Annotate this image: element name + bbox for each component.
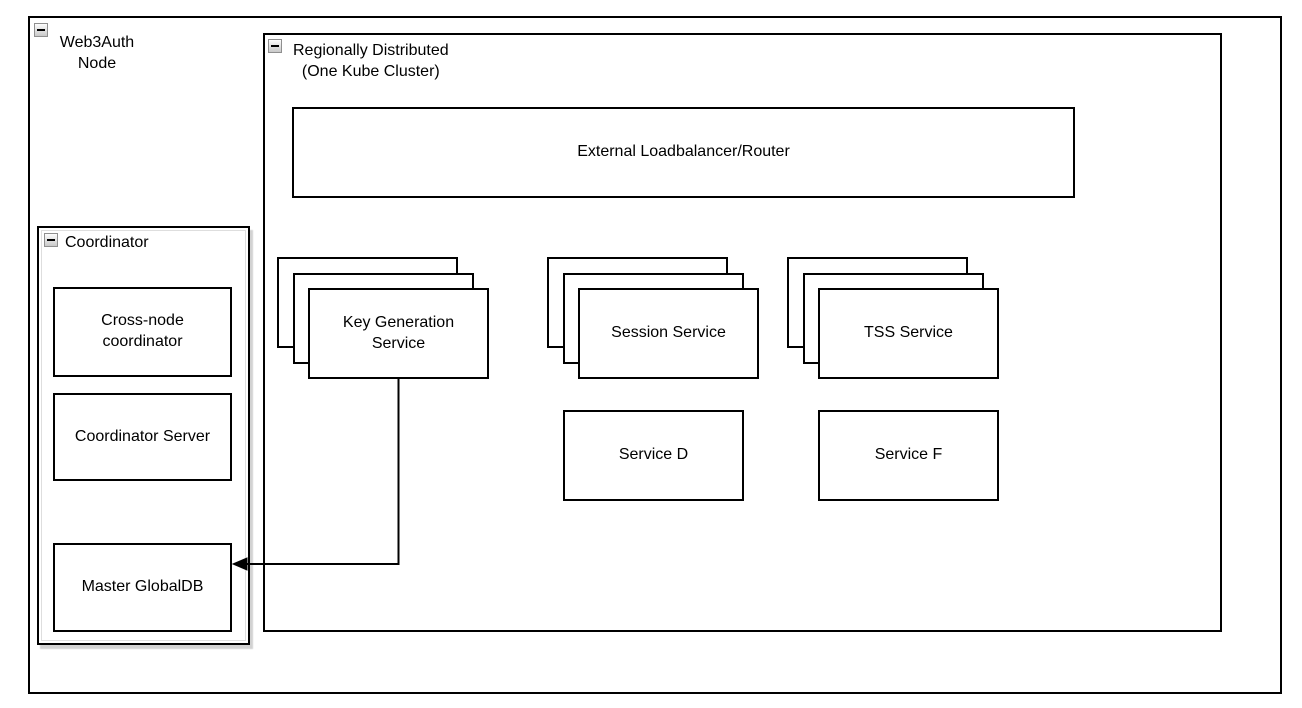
key-generation-service-stack: Key Generation Service — [277, 257, 489, 379]
container-web3auth-node-label: Web3Auth Node — [59, 34, 135, 72]
node-tss-service[interactable]: TSS Service — [818, 288, 999, 379]
node-coordinator-server-label: Coordinator Server — [74, 427, 211, 445]
node-master-globaldb-label: Master GlobalDB — [81, 578, 204, 596]
node-cross-node-coordinator-label: Cross-node coordinator — [101, 312, 184, 350]
container-coordinator[interactable]: Coordinator Cross-node coordinator Coord… — [37, 226, 250, 645]
node-external-loadbalancer[interactable]: External Loadbalancer/Router — [292, 107, 1075, 198]
container-coordinator-label: Coordinator — [65, 234, 149, 251]
collapse-minus-icon[interactable] — [268, 39, 282, 53]
session-service-stack: Session Service — [547, 257, 759, 379]
node-key-generation-service-label: Key Generation Service — [342, 313, 455, 352]
node-tss-service-label: TSS Service — [864, 324, 953, 342]
node-session-service[interactable]: Session Service — [578, 288, 759, 379]
collapse-minus-icon[interactable] — [34, 23, 48, 37]
tss-service-stack: TSS Service — [787, 257, 999, 379]
node-service-d-label: Service D — [618, 446, 689, 464]
container-web3auth-node[interactable]: Web3Auth Node Regionally Distributed (On… — [28, 16, 1282, 694]
node-service-f-label: Service F — [874, 446, 943, 464]
node-coordinator-server[interactable]: Coordinator Server — [53, 393, 232, 481]
node-service-d[interactable]: Service D — [563, 410, 744, 501]
node-cross-node-coordinator[interactable]: Cross-node coordinator — [53, 287, 232, 377]
node-session-service-label: Session Service — [611, 324, 726, 342]
container-regionally-distributed-label: Regionally Distributed (One Kube Cluster… — [293, 42, 449, 80]
node-master-globaldb[interactable]: Master GlobalDB — [53, 543, 232, 632]
node-external-loadbalancer-label: External Loadbalancer/Router — [577, 143, 790, 161]
collapse-minus-icon[interactable] — [44, 233, 58, 247]
container-regionally-distributed[interactable]: Regionally Distributed (One Kube Cluster… — [263, 33, 1222, 632]
node-key-generation-service[interactable]: Key Generation Service — [308, 288, 489, 379]
node-service-f[interactable]: Service F — [818, 410, 999, 501]
